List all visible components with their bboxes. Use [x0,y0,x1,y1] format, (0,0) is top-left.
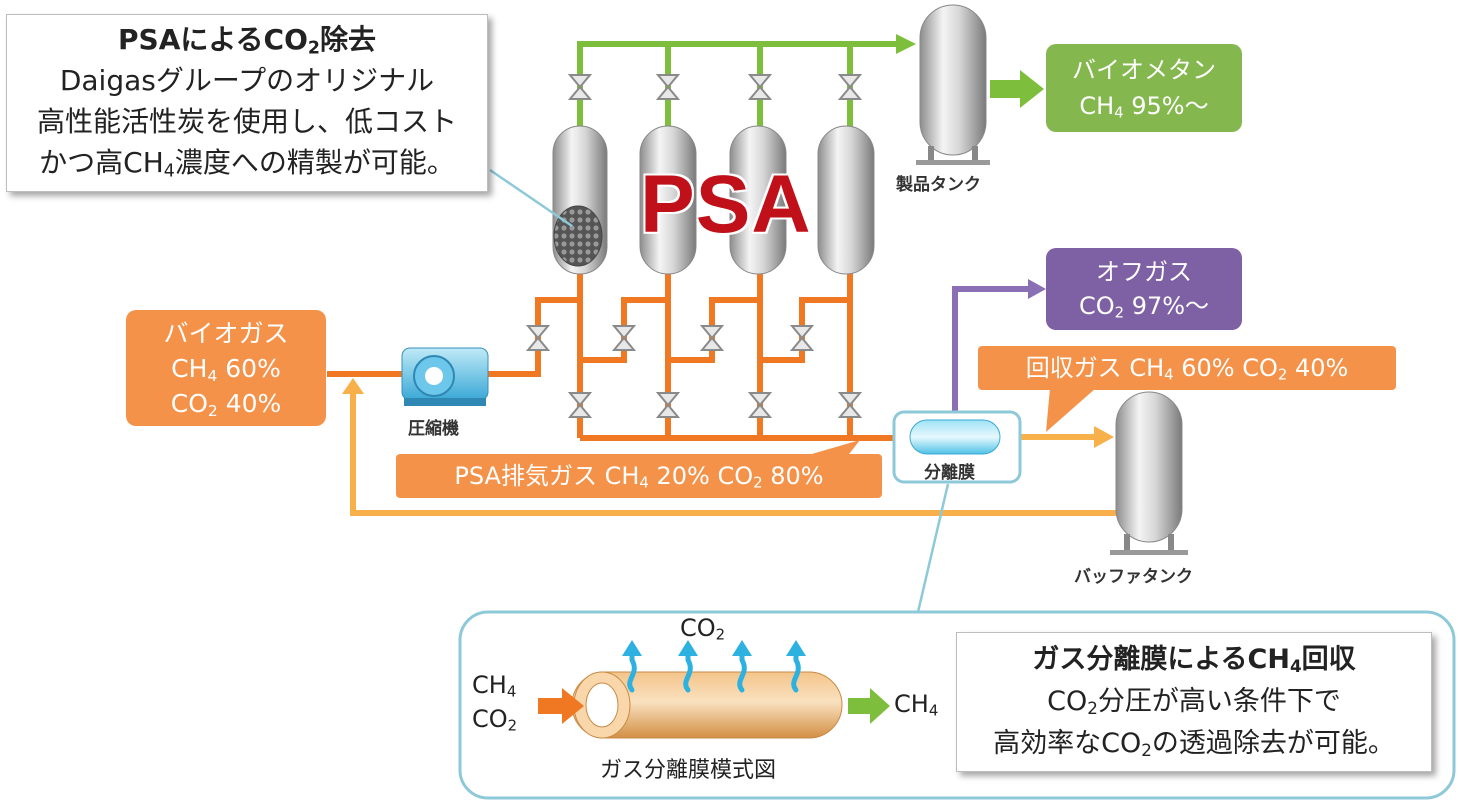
biomethane-title: バイオメタン [1072,56,1216,84]
co2-arrow-heads [622,640,806,656]
offgas-concentration: CO2 97%～ [1078,292,1210,322]
membrane-callout-title: ガス分離膜によるCH4回収 [1032,644,1356,677]
membrane-description-callout: ガス分離膜によるCH4回収 CO2分圧が高い条件下で 高効率なCO2の透過除去が… [956,632,1432,772]
psa-exhaust-box: PSA排気ガス CH4 20% CO2 80% [396,454,882,498]
biomethane-concentration: CH4 95%～ [1079,92,1209,122]
biogas-title: バイオガス [163,319,289,348]
membrane-schematic-caption: ガス分離膜模式図 [600,758,777,783]
product-tank-caption: 製品タンク [896,175,981,195]
membrane-module-icon [892,410,1022,484]
recovered-gas-box: 回収ガス CH4 60% CO2 40% [978,346,1396,390]
membrane-outlet-arrow [848,688,890,724]
arrow-to-biomethane [990,70,1044,108]
biogas-co2: CO2 40% [170,389,282,420]
biogas-feed-box: バイオガス CH4 60% CO2 40% [126,310,326,426]
arrow-return-to-inlet [342,378,364,394]
arrow-to-product-tank [896,34,916,54]
recovered-gas-pointer [1046,388,1096,432]
activated-carbon-icon [553,205,603,267]
offgas-title: オフガス [1096,258,1192,286]
membrane-caption: 分離膜 [924,463,975,483]
membrane-callout-line2: 高効率なCO2の透過除去が可能。 [993,728,1395,761]
psa-callout-line2: 高性能活性炭を使用し、低コスト [36,105,457,138]
membrane-inlet-arrow [538,688,584,724]
psa-unit-label: PSA [640,159,812,250]
buffer-tank-icon [1110,391,1188,555]
compressor-icon [401,347,489,406]
co2-permeate-arrows [627,649,801,693]
membrane-tube-schematic [571,671,843,739]
callout-leaders [489,168,950,613]
outlet-ch4-label: CH4 [894,690,939,720]
arrow-to-offgas [1028,279,1046,299]
compressor-caption: 圧縮機 [408,419,459,439]
biomethane-product-box: バイオメタン CH4 95%～ [1046,44,1242,132]
psa-exhaust-pointer [798,440,860,458]
offgas-line [952,286,1030,418]
biogas-ch4: CH4 60% [171,354,281,385]
permeate-co2-label: CO2 [680,614,726,644]
arrow-to-buffer-tank [1094,426,1114,448]
psa-callout-line3: かつ高CH4濃度への精製が可能。 [39,146,455,182]
psa-callout-line1: Daigasグループのオリジナル [59,64,435,97]
psa-description-callout: PSAによるCO2除去 Daigasグループのオリジナル 高性能活性炭を使用し、… [6,14,488,192]
inlet-gas-labels: CH4 CO2 [472,671,518,735]
psa-callout-title: PSAによるCO2除去 [118,23,376,59]
offgas-box: オフガス CO2 97%～ [1046,248,1242,330]
buffer-tank-caption: バッファタンク [1074,567,1193,587]
product-tank-icon [916,4,990,165]
membrane-callout-line1: CO2分圧が高い条件下で [1047,686,1341,719]
psa-vessels [552,125,875,275]
